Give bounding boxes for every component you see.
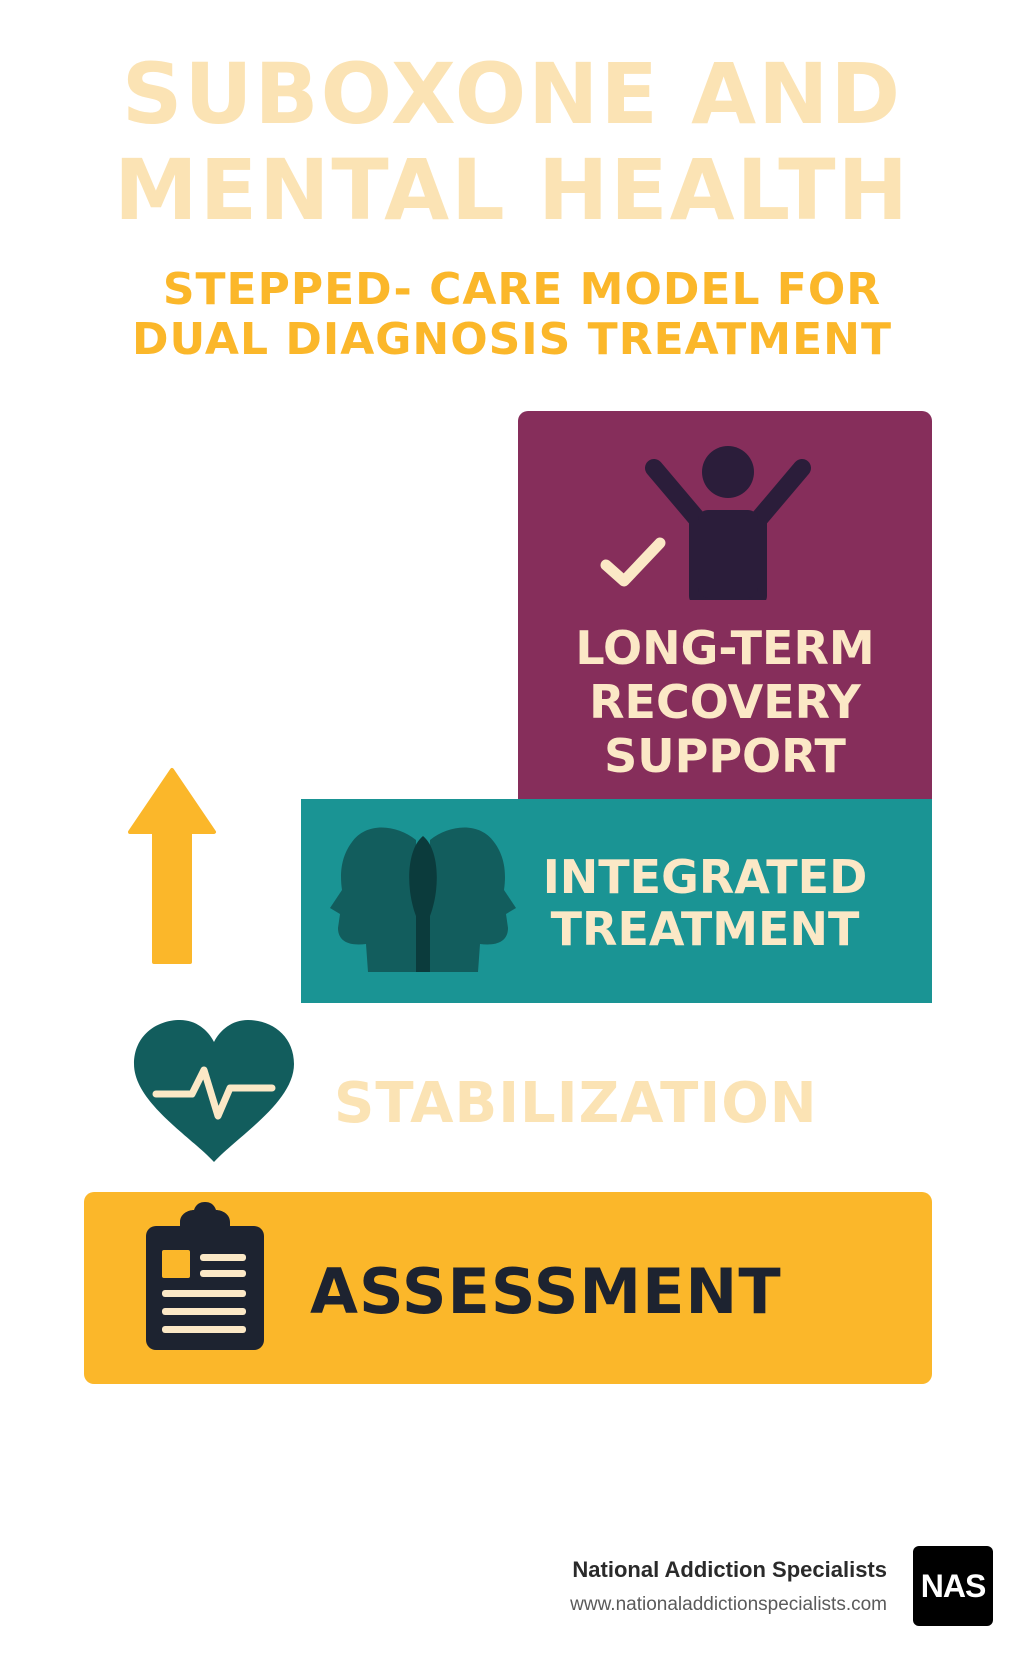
footer-organization: National Addiction Specialists <box>572 1557 887 1582</box>
step-label-line: LONG-TERM <box>575 621 875 675</box>
clipboard-icon <box>146 1202 264 1350</box>
subtitle-line-1: STEPPED- CARE MODEL FOR <box>162 264 882 315</box>
checkmark-icon <box>600 537 666 587</box>
page-title-line-1: SUBOXONE AND <box>121 45 903 143</box>
step-label-integrated-treatment: INTEGRATED TREATMENT <box>520 850 890 956</box>
two-heads-icon <box>330 827 516 972</box>
step-label-line: TREATMENT <box>550 901 860 956</box>
step-label-line: SUPPORT <box>604 728 846 783</box>
heart-pulse-icon <box>134 1020 294 1162</box>
nas-logo: NAS <box>913 1546 993 1626</box>
step-label-stabilization: STABILIZATION <box>334 1071 818 1136</box>
step-label-long-term-recovery: LONG-TERM RECOVERY SUPPORT <box>518 621 932 783</box>
step-label-line: INTEGRATED <box>542 850 868 904</box>
footer-url[interactable]: www.nationaladdictionspecialists.com <box>570 1594 887 1615</box>
step-label-line: RECOVERY <box>589 674 861 729</box>
page-title-line-2: MENTAL HEALTH <box>114 141 910 239</box>
step-label-assessment: ASSESSMENT <box>310 1255 782 1328</box>
person-cheering-icon <box>645 446 811 600</box>
up-arrow-icon <box>128 768 216 964</box>
subtitle-line-2: DUAL DIAGNOSIS TREATMENT <box>132 314 892 365</box>
